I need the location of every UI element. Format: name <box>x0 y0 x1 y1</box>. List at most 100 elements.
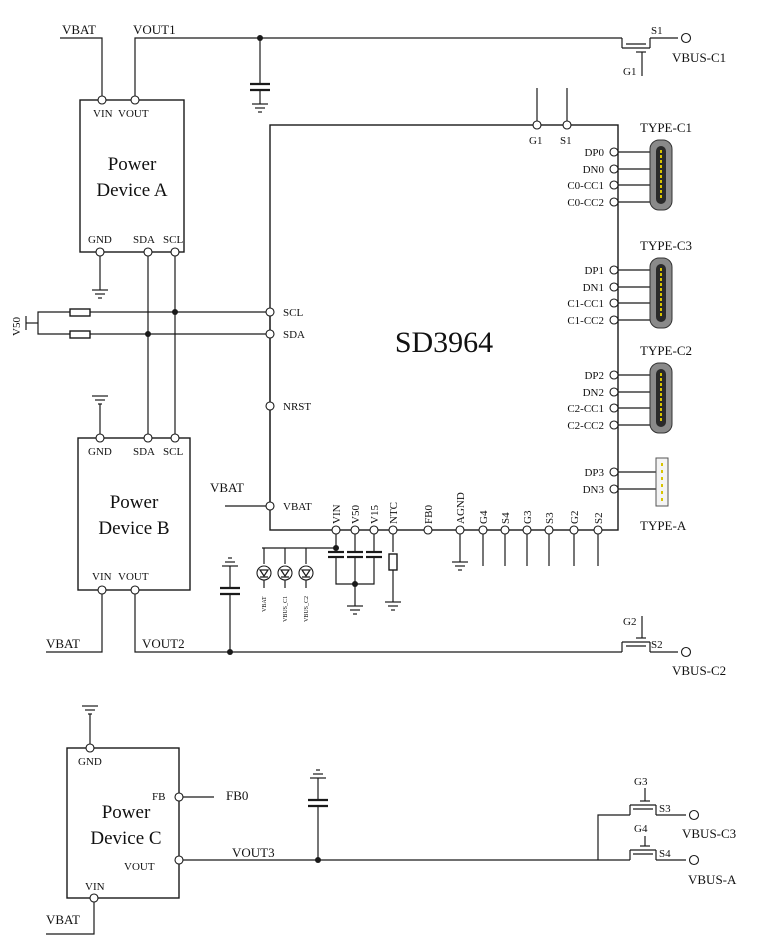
fet-g3-label: G3 <box>634 776 648 788</box>
chip-pin-c0-cc2: C0-CC2 <box>567 197 604 209</box>
chip-pin-g3: G3 <box>522 510 534 524</box>
chip-pin-nrst: NRST <box>283 401 311 413</box>
net-label-vbus-c1: VBUS-C1 <box>672 50 726 65</box>
mosfet-q3-q4: G3 S3 VBUS-C3 G4 S4 VBUS-A <box>597 776 737 887</box>
device-a-vout-label: VOUT <box>118 108 149 120</box>
device-a-sda-label: SDA <box>133 234 155 246</box>
chip-pin-g4: G4 <box>478 510 490 524</box>
device-b-sda-label: SDA <box>133 446 155 458</box>
chip-pin-s1: S1 <box>560 135 572 147</box>
led-label-vbat: VBAT <box>262 596 268 612</box>
device-b-vin-label: VIN <box>92 571 112 583</box>
net-label-vbat-chip: VBAT <box>210 480 244 495</box>
net-label-vbat-top: VBAT <box>62 22 96 37</box>
i2c-bus: V50 <box>11 256 268 434</box>
chip-pin-s2: S2 <box>593 512 605 524</box>
port-label-type-c1: TYPE-C1 <box>640 120 692 135</box>
net-label-vbus-c3: VBUS-C3 <box>682 826 736 841</box>
device-c-fb-label: FB <box>152 791 165 803</box>
chip-pin-c0-cc1: C0-CC1 <box>567 180 604 192</box>
device-c-vin-label: VIN <box>85 881 105 893</box>
device-c-title-1: Power <box>102 802 151 823</box>
fet-s2-label: S2 <box>651 639 663 651</box>
sd3964-chip: SD3964 G1 S1 SCL SDA NRST VBAT <box>265 88 656 571</box>
net-label-vbus-c2: VBUS-C2 <box>672 663 726 678</box>
chip-pin-s4: S4 <box>500 512 512 524</box>
chip-bottom-pins: VIN V50 V15 NTC FB0 AGND G4 S4 G3 S3 G2 … <box>331 492 605 571</box>
chip-pin-dn1: DN1 <box>583 282 604 294</box>
chip-pin-vbat: VBAT <box>283 501 312 513</box>
chip-pin-v15: V15 <box>369 505 381 524</box>
net-label-vout3: VOUT3 <box>232 845 275 860</box>
device-b-vout-label: VOUT <box>118 571 149 583</box>
chip-pin-c2-cc2: C2-CC2 <box>567 420 604 432</box>
device-c-title-2: Device C <box>90 828 161 849</box>
port-label-type-c3: TYPE-C3 <box>640 238 692 253</box>
mosfet-q2: G2 S2 VBUS-C2 <box>621 616 726 678</box>
usb-type-c3-port: TYPE-C3 <box>640 238 692 329</box>
device-c-gnd-label: GND <box>78 756 102 768</box>
chip-pin-dp0: DP0 <box>584 147 604 159</box>
chip-pin-g2: G2 <box>569 511 581 524</box>
chip-pin-ntc: NTC <box>388 502 400 524</box>
status-leds: VBAT VBUS_C1 VBUS_C2 <box>256 548 314 622</box>
usb-type-c1-port: TYPE-C1 <box>640 120 692 211</box>
power-device-a: VIN VOUT Power Device A GND SDA SCL <box>79 95 185 299</box>
chip-pin-agnd: AGND <box>455 492 467 524</box>
device-b-title-2: Device B <box>98 518 169 539</box>
net-label-vbus-a: VBUS-A <box>688 872 737 887</box>
chip-pin-vin: VIN <box>331 504 343 524</box>
led-label-vbus-c2: VBUS_C2 <box>304 596 310 622</box>
net-label-vbat-c: VBAT <box>46 912 80 927</box>
usb-type-a-port: TYPE-A <box>640 457 687 533</box>
chip-name: SD3964 <box>395 326 493 359</box>
net-label-fb0: FB0 <box>226 788 248 803</box>
usb-type-c2-port: TYPE-C2 <box>640 343 692 434</box>
chip-pin-c1-cc2: C1-CC2 <box>567 315 604 327</box>
port-label-type-a: TYPE-A <box>640 518 687 533</box>
power-device-c: GND FB Power Device C VOUT VIN FB0 VBAT … <box>46 705 598 935</box>
chip-pin-sda: SDA <box>283 329 305 341</box>
device-a-scl-label: SCL <box>163 234 183 246</box>
device-c-vout-label: VOUT <box>124 861 155 873</box>
device-a-gnd-label: GND <box>88 234 112 246</box>
device-b-scl-label: SCL <box>163 446 183 458</box>
chip-pin-dp1: DP1 <box>584 265 604 277</box>
device-a-vin-label: VIN <box>93 108 113 120</box>
net-label-vout2: VOUT2 <box>142 636 185 651</box>
device-b-gnd-label: GND <box>88 446 112 458</box>
device-b-title-1: Power <box>110 492 159 513</box>
port-label-type-c2: TYPE-C2 <box>640 343 692 358</box>
fet-s3-label: S3 <box>659 803 671 815</box>
chip-pin-dn2: DN2 <box>583 387 604 399</box>
fet-s1-label: S1 <box>651 25 663 37</box>
chip-pin-dp3: DP3 <box>584 467 604 479</box>
fet-g4-label: G4 <box>634 823 648 835</box>
device-a-title-1: Power <box>108 154 157 175</box>
device-a-title-2: Device A <box>96 180 168 201</box>
chip-pin-v50: V50 <box>350 505 362 524</box>
chip-pin-scl: SCL <box>283 307 303 319</box>
chip-pin-dn0: DN0 <box>583 164 605 176</box>
power-device-b: GND SDA SCL Power Device B VIN VOUT VBAT… <box>46 395 622 655</box>
fet-g2-label: G2 <box>623 616 636 628</box>
mosfet-q1: S1 G1 VBUS-C1 <box>621 25 726 78</box>
fet-g1-label: G1 <box>623 66 636 78</box>
chip-right-pins: DP0 DN0 C0-CC1 C0-CC2 DP1 DN1 C1-CC1 C1-… <box>567 147 656 496</box>
net-label-vbat-b: VBAT <box>46 636 80 651</box>
chip-pin-c2-cc1: C2-CC1 <box>567 403 604 415</box>
chip-pin-g1: G1 <box>529 135 542 147</box>
chip-pin-c1-cc1: C1-CC1 <box>567 298 604 310</box>
supply-decoupling <box>262 534 401 615</box>
fet-s4-label: S4 <box>659 848 671 860</box>
chip-pin-dn3: DN3 <box>583 484 605 496</box>
chip-pin-dp2: DP2 <box>584 370 604 382</box>
vbus-c1-terminal <box>680 32 692 44</box>
vout1-net: VBAT VOUT1 <box>60 22 622 113</box>
net-label-v50-pullup: V50 <box>11 317 23 336</box>
chip-pin-s3: S3 <box>544 512 556 524</box>
led-label-vbus-c1: VBUS_C1 <box>283 596 289 622</box>
chip-pin-fb0: FB0 <box>423 505 435 524</box>
net-label-vout1: VOUT1 <box>133 22 176 37</box>
